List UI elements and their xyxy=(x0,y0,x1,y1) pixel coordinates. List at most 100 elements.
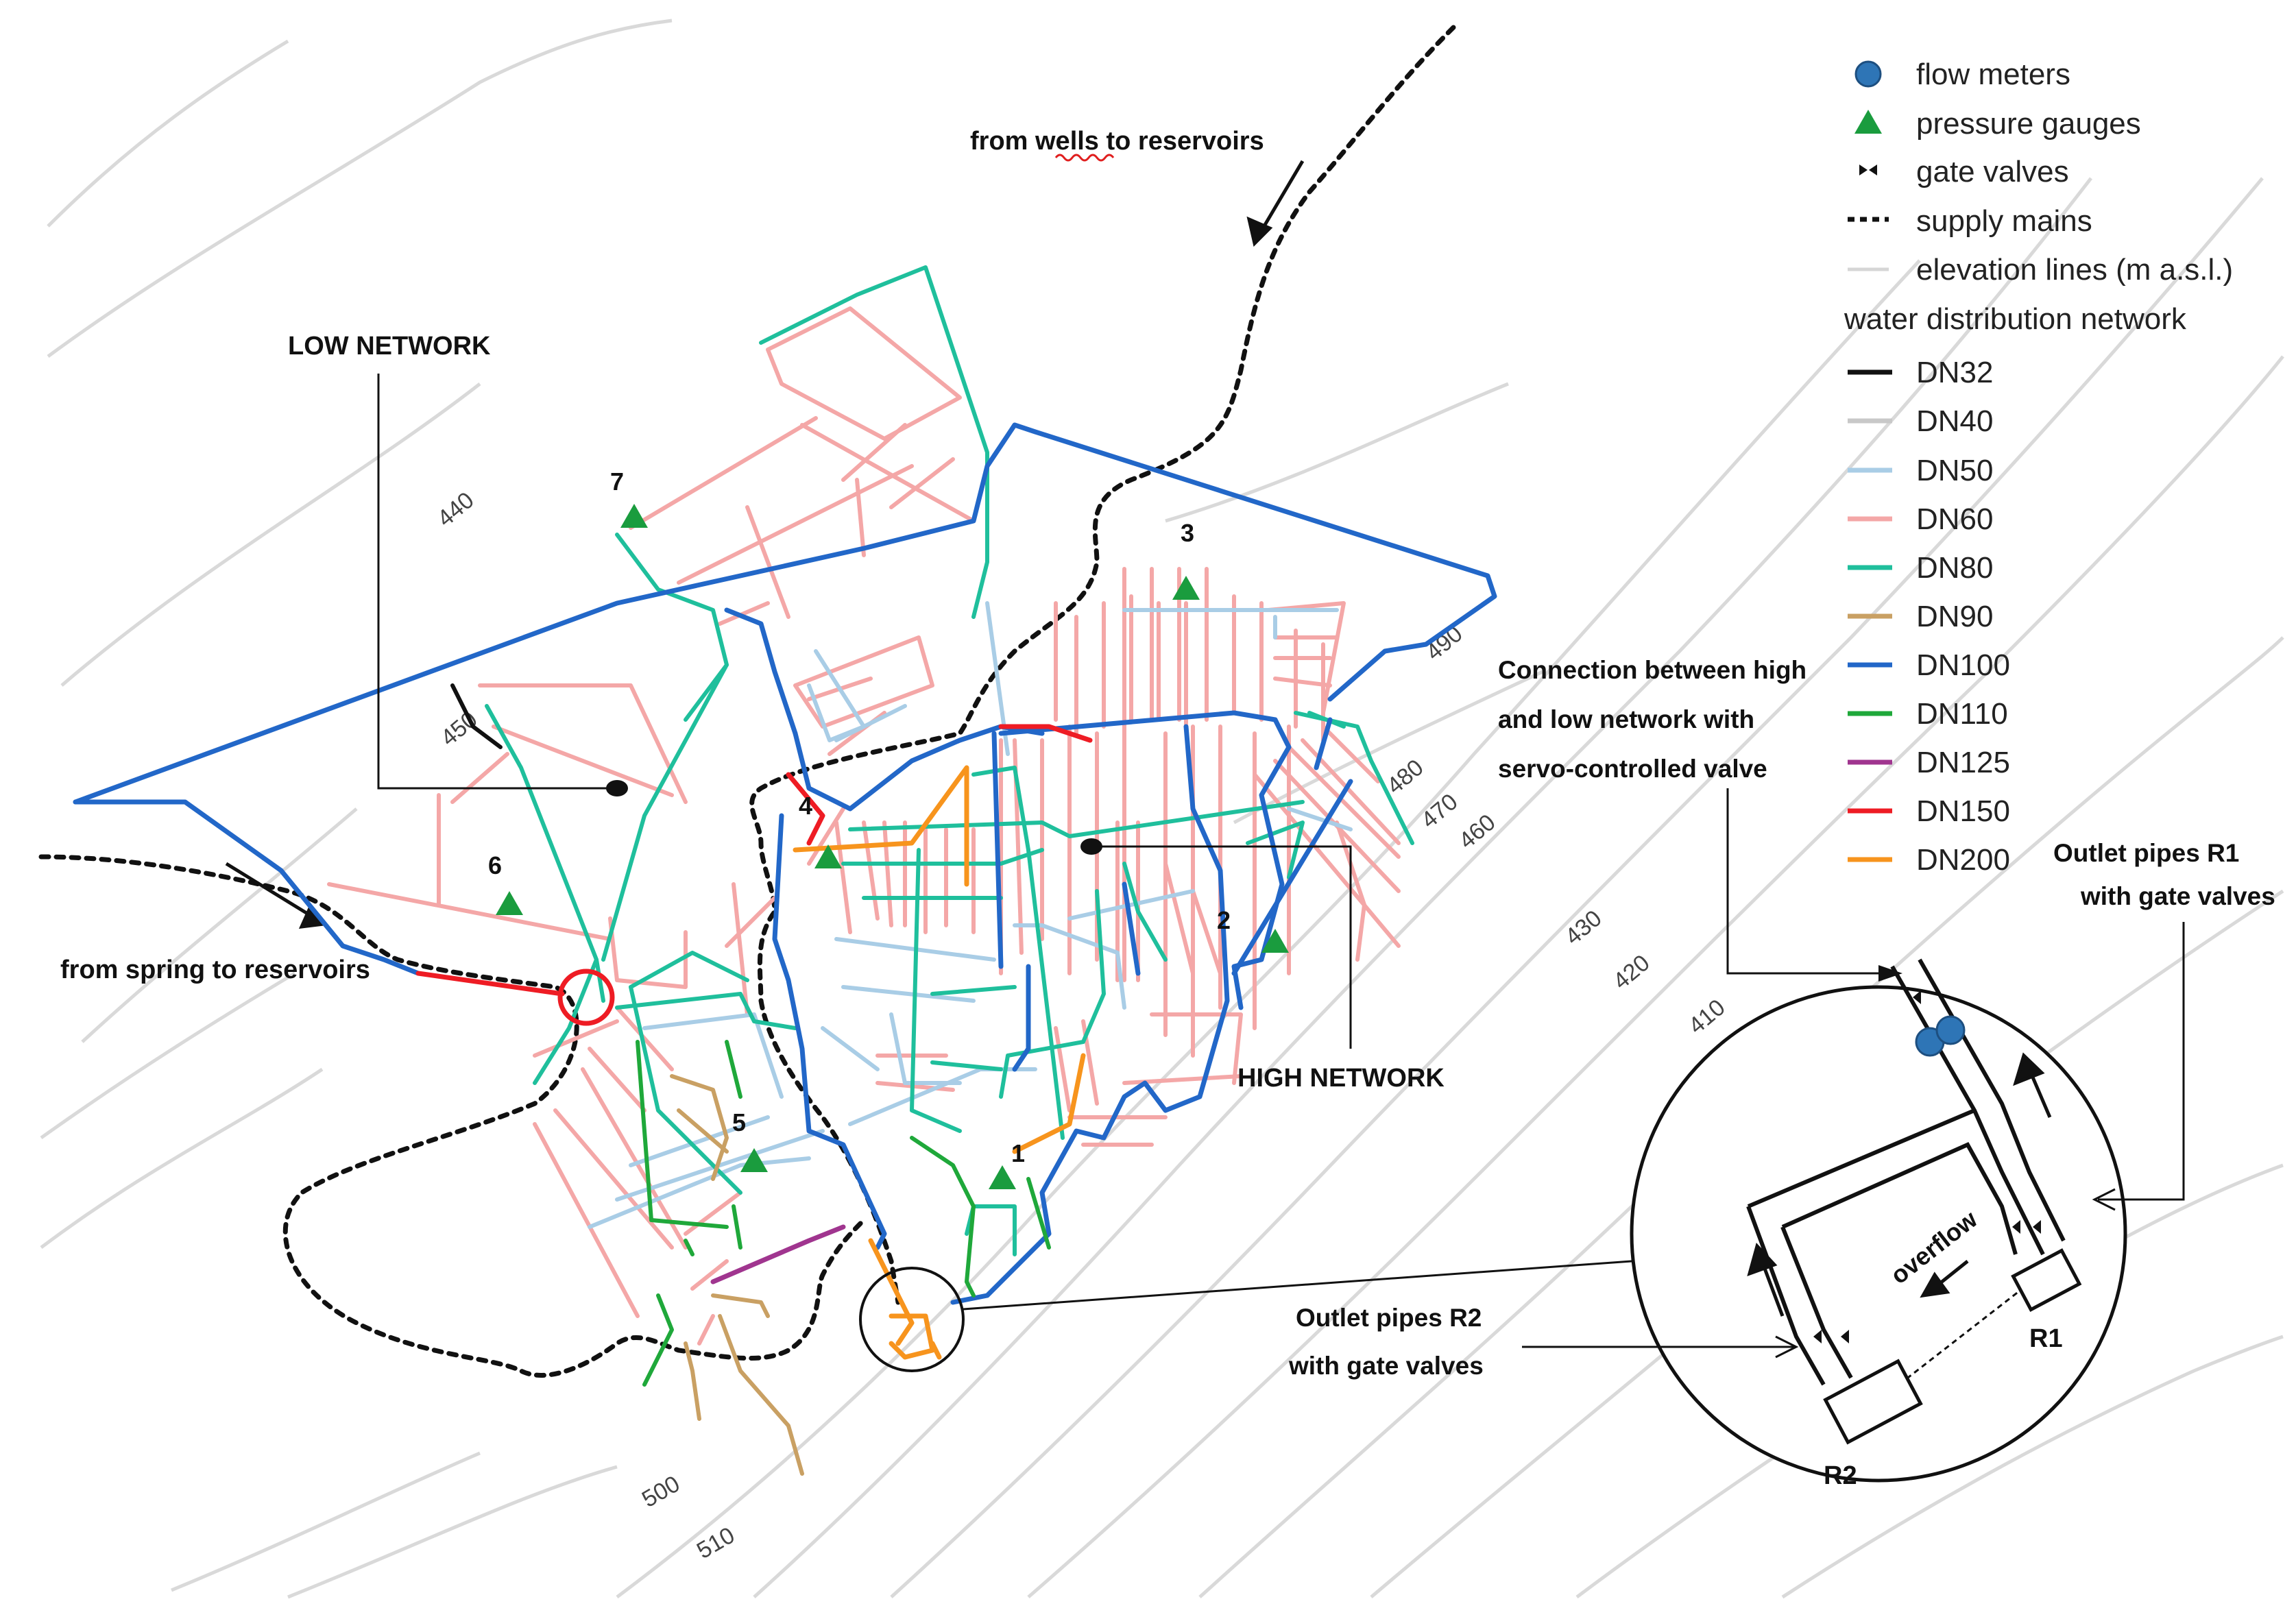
gauge-label-3: 3 xyxy=(1181,519,1194,547)
pipes-dn150 xyxy=(415,724,1093,1026)
high-network-leader xyxy=(1091,845,1352,1049)
legend-pressure-gauges: pressure gauges xyxy=(1916,107,2141,141)
legend-gate-valves: gate valves xyxy=(1916,155,2069,188)
outlet-r2-arrowhead-icon xyxy=(1775,1335,1799,1359)
gauge-label-4: 4 xyxy=(799,792,812,820)
inset-arrows xyxy=(1747,1052,2052,1317)
high-network-pointer-icon xyxy=(1080,838,1102,855)
pressure-gauge-7-icon xyxy=(620,504,648,528)
high-network-label: HIGH NETWORK xyxy=(1237,1064,1445,1093)
legend-pipe-list: DN32 DN40 DN50 DN60 DN80 DN90 DN100 DN11… xyxy=(1848,356,2010,877)
legend-dn90: DN90 xyxy=(1916,600,1994,633)
supply-arrows xyxy=(225,160,1305,929)
low-network-callout: LOW NETWORK xyxy=(288,332,628,796)
pipes-dn90 xyxy=(670,1074,804,1476)
pipes-dn110 xyxy=(636,1040,1051,1387)
pipes-dn100 xyxy=(73,422,1497,1305)
gate-valve-icon xyxy=(1813,1330,1822,1343)
pressure-gauge-2-icon xyxy=(1261,929,1289,953)
contour-label-410: 410 xyxy=(1684,995,1730,1040)
legend-dn50: DN50 xyxy=(1916,454,1994,487)
pressure-gauge-6-icon xyxy=(496,891,523,915)
wells-arrow xyxy=(1256,160,1305,238)
pipes-dn125 xyxy=(710,1224,846,1285)
legend-dn60: DN60 xyxy=(1916,502,1994,536)
inset-pipes xyxy=(1746,958,2066,1386)
legend: flow meters pressure gauges gate valves … xyxy=(1844,58,2233,877)
contour-label-430: 430 xyxy=(1560,905,1607,951)
spring-label: from spring to reservoirs xyxy=(60,955,370,984)
low-network-pointer-icon xyxy=(606,780,628,796)
contour-label-510: 510 xyxy=(692,1522,739,1564)
gate-valve-icon xyxy=(2033,1220,2041,1234)
connection-label-line-2: and low network with xyxy=(1498,705,1754,733)
pressure-gauge-5-icon xyxy=(740,1148,768,1172)
gauge-label-2: 2 xyxy=(1217,906,1231,934)
outlet-r1-label-line-1: Outlet pipes R1 xyxy=(2053,839,2239,867)
inset-gate-valves xyxy=(1813,990,2041,1343)
legend-dn80: DN80 xyxy=(1916,551,1994,585)
wells-arrowhead-icon xyxy=(1246,216,1273,247)
contour-label-460: 460 xyxy=(1454,810,1501,855)
spring-arrow xyxy=(225,862,317,921)
flow-up-arrowhead-icon xyxy=(2013,1052,2045,1086)
reservoir-zoom-circle xyxy=(1630,985,2127,1483)
contour-label-470: 470 xyxy=(1416,789,1463,834)
gauge-label-6: 6 xyxy=(488,851,502,879)
reservoir-inset: R1 R2 overflow xyxy=(859,958,2127,1490)
connection-label-line-3: servo-controlled valve xyxy=(1498,755,1767,783)
r2-up-arrowhead-icon xyxy=(1747,1243,1778,1276)
legend-dn200: DN200 xyxy=(1916,843,2010,877)
connection-callout: Connection between high and low network … xyxy=(1498,656,1902,982)
outlet-r2-callout: Outlet pipes R2 with gate valves xyxy=(1288,1304,1799,1380)
pipes-dn32 xyxy=(450,683,503,749)
pressure-gauges xyxy=(496,504,1289,1189)
legend-dn100: DN100 xyxy=(1916,648,2010,682)
high-network-callout: HIGH NETWORK xyxy=(1080,838,1445,1093)
legend-elevation-lines: elevation lines (m a.s.l.) xyxy=(1916,253,2233,287)
outlet-r2-label-line-1: Outlet pipes R2 xyxy=(1296,1304,1482,1332)
zoom-leader-top xyxy=(963,1260,1632,1311)
flow-meter-icon xyxy=(1854,60,1882,88)
contour-label-420: 420 xyxy=(1608,950,1655,995)
gate-valve-icon xyxy=(1859,165,1877,175)
gauge-label-1: 1 xyxy=(1011,1139,1025,1167)
outlet-r2-label-line-2: with gate valves xyxy=(1288,1352,1484,1380)
gate-valve-icon xyxy=(2012,1220,2020,1234)
outlet-r1-callout: Outlet pipes R1 with gate valves xyxy=(2053,839,2275,1211)
connection-label-line-1: Connection between high xyxy=(1498,656,1806,684)
legend-dn125: DN125 xyxy=(1916,746,2010,779)
reservoir-marker-circle xyxy=(859,1267,965,1372)
low-network-label: LOW NETWORK xyxy=(288,332,491,361)
pipes-dn80 xyxy=(485,265,1414,1256)
reservoir-r1-label: R1 xyxy=(2029,1324,2063,1353)
contour-label-500: 500 xyxy=(638,1471,684,1513)
outlet-r1-arrowhead-icon xyxy=(2092,1188,2116,1211)
pipe-network xyxy=(73,265,1497,1476)
connection-leader xyxy=(1726,788,1892,975)
outlet-r1-label-line-2: with gate valves xyxy=(2080,882,2275,910)
connection-arrowhead-icon xyxy=(1878,965,1902,982)
spellcheck-squiggle xyxy=(1054,154,1115,162)
pressure-gauge-3-icon xyxy=(1172,576,1200,600)
gate-valve-icon xyxy=(1913,990,1921,1004)
overflow-arrowhead-icon xyxy=(1920,1271,1950,1298)
flow-meter-2-icon xyxy=(1935,1015,1966,1045)
supply-mains xyxy=(38,25,1456,1378)
legend-flow-meters: flow meters xyxy=(1916,58,2070,91)
legend-dn110: DN110 xyxy=(1916,697,2008,731)
pressure-gauge-1-icon xyxy=(989,1165,1016,1189)
gauge-label-7: 7 xyxy=(610,467,624,496)
gate-valve-icon xyxy=(1841,1330,1849,1343)
legend-dn32: DN32 xyxy=(1916,356,1994,389)
wells-label: from wells to reservoirs xyxy=(970,127,1264,156)
legend-supply-mains: supply mains xyxy=(1916,204,2092,238)
legend-network-title: water distribution network xyxy=(1844,302,2187,336)
legend-dn150: DN150 xyxy=(1916,794,2010,828)
pressure-gauge-labels: 1 2 3 4 5 6 7 xyxy=(488,467,1231,1167)
contour-label-440: 440 xyxy=(433,487,479,533)
pipes-dn200 xyxy=(793,765,1086,1360)
reservoir-r2 xyxy=(1823,1359,1923,1445)
reservoir-r1 xyxy=(2011,1248,2082,1312)
